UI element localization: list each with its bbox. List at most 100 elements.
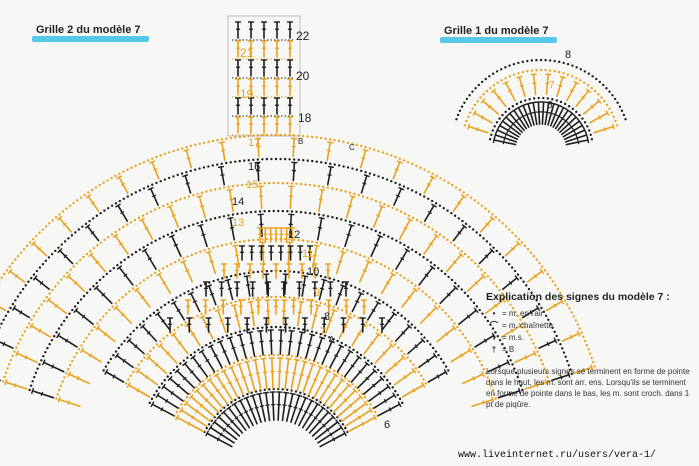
grid2-band-2-stitch-14-bar [347, 204, 353, 208]
grid2-band-2-chain-dot-43 [118, 228, 121, 231]
grid2-band-3-chain-dot-47 [107, 206, 110, 210]
grid2-band-1-chain-dot-66 [249, 211, 253, 214]
grid2-band-4-chain-dot-140 [473, 199, 476, 202]
grid2-row-1-stitch-12-bar [255, 372, 260, 375]
grid2-row-1-stitch-7-top [213, 372, 220, 378]
grid2-band-1-stitch-4-top [93, 285, 99, 291]
grid2-band-1-stitch-15-top [404, 248, 411, 253]
grid2-row-3-chain-dot-0 [124, 382, 128, 385]
grid2-band-0-chain-dot-26 [117, 299, 121, 302]
grid2-band-4-chain-dot-66 [155, 155, 158, 159]
grid1-row6-stitch-17-bar [556, 114, 562, 118]
grid2-row-3-stitch-12-bar [297, 311, 302, 314]
grid2-row-3-chain-dot-12 [159, 340, 162, 343]
grid2-row-2-chain-dot-16 [197, 348, 200, 352]
grid2-band-2-chain-dot-85 [299, 182, 303, 186]
grid1-row6-stitch-2-bar [504, 132, 508, 137]
grid2-row-3-chain-dot-61 [365, 321, 368, 324]
grid2-band-2-chain-dot-108 [399, 210, 403, 213]
grid2-row-3-stitch-15-top [346, 314, 353, 319]
grid2-band-4-stitch-20-top [539, 268, 545, 275]
grid1-row7-stitch-2-top [480, 98, 486, 104]
grid2-row-1-chain-dot-35 [308, 358, 311, 362]
grid2-band-4-chain-dot-103 [319, 136, 323, 140]
grid2-band-1-stitch-20-bar [497, 364, 501, 369]
grid2-band-2-chain-dot-11 [21, 334, 24, 337]
grid2-band-0-chain-dot-95 [406, 279, 410, 282]
grid2-band-1-chain-dot-24 [82, 294, 86, 298]
grid2-row-4-stitch-3-top [140, 323, 146, 329]
grid2-row-3-stitch-7 [217, 309, 227, 334]
grid2-band-1-chain-dot-53 [192, 223, 195, 226]
grid2-row-0-chain-dot-5 [216, 412, 219, 416]
grid2-row-3-stitch-4-bar [177, 341, 182, 345]
grid2-band-2-stitch-9 [198, 195, 207, 219]
grid2-band-4-chain-dot-122 [402, 159, 406, 162]
grid2-row-1-chain-dot-50 [363, 396, 367, 399]
grid2-row-3-chain-dot-8 [146, 353, 149, 356]
grid2-row-0-stitch-9-bar [254, 406, 259, 409]
row-number-19: 19 [240, 87, 254, 101]
grid2-band-3-chain-dot-46 [103, 209, 106, 212]
grid2-row-3-stitch-19-bar [393, 362, 398, 367]
grid2-row-4-chain-dot-66 [362, 290, 365, 293]
grid1-row8-chain-dot-24 [539, 58, 543, 62]
grid2-row-0-stitch-25 [319, 432, 346, 448]
grid1-row7-stitch-4 [504, 81, 516, 102]
grid2-band-3-chain-dot-138 [489, 243, 492, 246]
grid2-band-1-chain-dot-94 [374, 229, 377, 233]
grid2-row-4-chain-dot-26 [187, 290, 190, 293]
grid2-band-1-chain-dot-98 [391, 237, 394, 240]
grid2-band-2-stitch-1 [16, 352, 38, 364]
grid1-row6-stitch-19 [557, 112, 574, 132]
grid2-row-1-stitch-22-top [332, 372, 339, 378]
grid1-title-highlight [440, 37, 557, 43]
grid2-band-3-chain-dot-129 [457, 217, 461, 220]
grid2-band-4-chain-dot-22 [0, 276, 3, 279]
grid1-row8-chain-dot-18 [512, 62, 516, 66]
grid1-row6-stitch-5-top [503, 114, 509, 120]
grid2-band-3-stitch-1 [0, 341, 14, 349]
grid2-band-4-chain-dot-177 [578, 327, 581, 330]
grid2-row-1-chain-dot-26 [268, 354, 271, 357]
grid2-band-1-chain-dot-135 [507, 355, 510, 358]
grid2-row-3-chain-dot-57 [349, 312, 352, 316]
grid2-row-2-chain-dot-28 [247, 328, 251, 331]
grid1-row6-stitch-20-top [573, 114, 579, 120]
grid2-row-1-stitch-29 [347, 416, 376, 433]
grid2-band-2-chain-dot-29 [69, 268, 72, 271]
row-number-22: 22 [296, 29, 310, 43]
grid2-band-4-chain-dot-168 [559, 291, 562, 294]
grid2-row-1-stitch-17 [290, 359, 298, 391]
grid2-band-1-chain-dot-39 [134, 250, 138, 254]
grid2-band-4-chain-dot-164 [549, 276, 552, 279]
grid2-band-4-chain-dot-41 [58, 213, 61, 216]
grid2-band-1-chain-dot-108 [429, 261, 433, 264]
grid2-band-3-chain-dot-118 [414, 191, 418, 194]
grid1-row8-chain-dot-9 [477, 83, 480, 87]
grid2-row-2-stitch-19-top [319, 336, 326, 340]
grid2-band-2-chain-dot-142 [514, 310, 517, 314]
grid2-row-0-chain-dot-2 [207, 423, 211, 426]
grid2-row-3-chain-dot-40 [274, 295, 278, 299]
grid1-row7-chain-dot-11 [492, 84, 496, 87]
grid2-band-2-stitch-10-top [226, 188, 233, 191]
grid2-band-0-stitch-0-top [57, 396, 61, 403]
grid2-band-3-chain-dot-114 [398, 183, 401, 186]
grid2-band-3-stitch-2 [13, 307, 31, 319]
grid2-row-2-chain-dot-64 [391, 386, 394, 389]
grid2-band-3-chain-dot-159 [547, 318, 550, 321]
grid2-row-2-stitch-26-top [379, 375, 385, 382]
grid2-band-2-chain-dot-36 [92, 247, 96, 250]
grid1-row6-stitch-4 [501, 120, 522, 136]
grid1-row6-stitch-24-bar [575, 135, 579, 141]
grid2-band-2-chain-dot-128 [473, 262, 477, 265]
grid2-band-4-stitch-4-bar [37, 246, 42, 251]
grid2-row-2-stitch-29-top [397, 401, 402, 408]
grid2-band-3-chain-dot-142 [501, 256, 505, 259]
grid2-band-1-chain-dot-138 [513, 367, 516, 370]
grid2-band-4-stitch-7 [118, 176, 129, 195]
grid2-band-1-chain-dot-21 [73, 305, 77, 308]
grid2-row-3-chain-dot-38 [265, 296, 269, 299]
grid2-band-1-chain-dot-59 [218, 216, 221, 219]
